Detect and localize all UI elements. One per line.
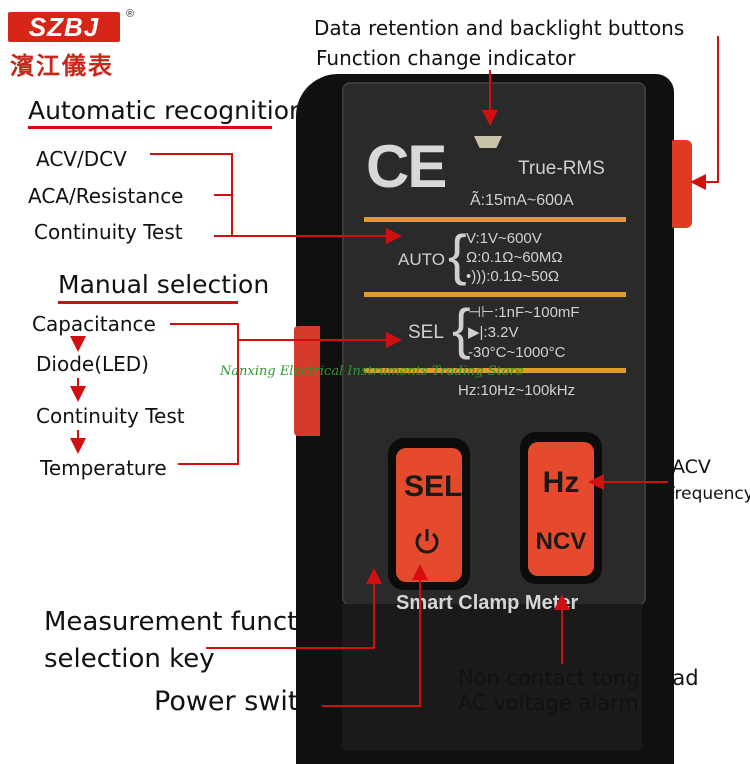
- label-continuity-auto: Continuity Test: [34, 220, 183, 244]
- label-acv-dcv: ACV/DCV: [36, 147, 127, 171]
- panel-divider: [364, 217, 626, 222]
- ncv-button-label: NCV: [535, 528, 587, 555]
- label-diode: Diode(LED): [36, 352, 149, 376]
- label-function-indicator: Function change indicator: [316, 46, 576, 70]
- ce-mark: CE: [366, 133, 447, 200]
- header-underline: [58, 301, 238, 304]
- registered-mark: ®: [126, 8, 135, 20]
- auto-brace: {: [448, 223, 467, 286]
- model-name: Smart Clamp Meter: [396, 592, 579, 614]
- function-indicator-light: [474, 136, 502, 148]
- frequency-range: Hz:10Hz~100kHz: [458, 382, 576, 399]
- panel-divider: [364, 292, 626, 297]
- header-automatic-recognition: Automatic recognition: [28, 96, 305, 125]
- ac-current-range: Ã:15mA~600A: [470, 192, 574, 209]
- panel-divider: [364, 368, 626, 373]
- data-hold-backlight-button[interactable]: [672, 140, 692, 228]
- hz-button-label: Hz: [542, 466, 580, 499]
- label-power-switch: Power switch: [154, 686, 331, 717]
- hz-ncv-button[interactable]: [528, 442, 594, 576]
- auto-spec-resistance: Ω:0.1Ω~60MΩ: [466, 249, 563, 266]
- label-ncv-line2: AC voltage alarm: [458, 691, 639, 715]
- auto-mode-label: AUTO: [398, 250, 445, 269]
- device-side-accent: [294, 326, 320, 436]
- sel-button-label: SEL: [404, 470, 463, 503]
- sel-spec-temperature: -30°C~1000°C: [468, 344, 566, 361]
- brand-chinese-name: 濱江儀表: [10, 51, 114, 80]
- true-rms-label: True-RMS: [518, 158, 605, 179]
- store-watermark: Nanxing Electrical Instruments Trading S…: [220, 364, 524, 379]
- header-manual-selection: Manual selection: [58, 270, 270, 299]
- label-acv: ACV: [672, 456, 711, 478]
- sel-brace: {: [452, 297, 471, 360]
- label-temperature: Temperature: [40, 456, 167, 480]
- sel-mode-label: SEL: [408, 322, 444, 343]
- label-capacitance: Capacitance: [32, 312, 156, 336]
- sel-spec-capacitance: ⊣⊢:1nF~100mF: [468, 304, 580, 321]
- label-measurement-key-line2: selection key: [44, 644, 215, 674]
- sel-spec-diode: ▶|:3.2V: [468, 324, 519, 341]
- brand-logo: SZBJ: [8, 12, 120, 42]
- label-measurement-key-line1: Measurement function: [44, 607, 337, 637]
- label-continuity-manual: Continuity Test: [36, 404, 185, 428]
- label-ncv-line1: Non contact tong head: [458, 666, 699, 690]
- label-data-retention: Data retention and backlight buttons: [314, 16, 685, 40]
- auto-spec-continuity: •))):0.1Ω~50Ω: [466, 268, 560, 285]
- header-underline: [28, 126, 272, 129]
- label-frequency: Frequency: [666, 484, 750, 504]
- power-icon: [415, 529, 439, 554]
- label-aca-resistance: ACA/Resistance: [28, 184, 184, 208]
- sel-power-button[interactable]: [396, 448, 462, 582]
- auto-spec-voltage: V:1V~600V: [466, 230, 542, 247]
